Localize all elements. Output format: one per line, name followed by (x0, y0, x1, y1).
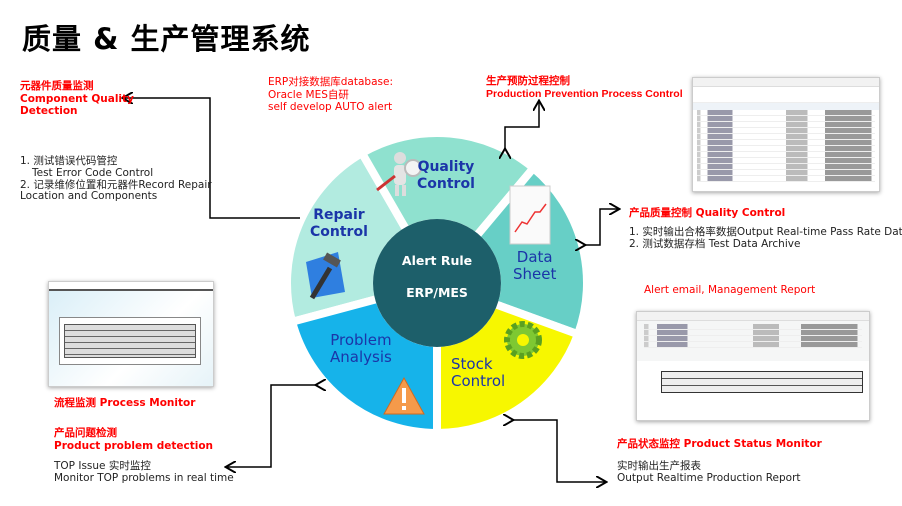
screenshot-alert-email (636, 311, 870, 421)
magnifier-figure-icon (376, 152, 422, 196)
center-hub (373, 219, 501, 347)
quality-control-heading: 产品质量控制 Quality Control (629, 207, 786, 219)
warning-icon (383, 376, 425, 415)
center-erp-mes: ERP/MES (406, 285, 468, 300)
gear-icon (504, 321, 542, 359)
screenshot-file-list (692, 77, 880, 192)
alert-note: Alert email, Management Report (644, 284, 816, 296)
chart-document-icon (509, 185, 551, 245)
product-status-heading: 产品状态监控 Product Status Monitor (617, 438, 822, 450)
page-title: 质量 & 生产管理系统 (22, 22, 311, 56)
connector-problem-detection (227, 385, 317, 467)
connector-product-status (512, 420, 605, 482)
screenshot-process-monitor (48, 281, 214, 387)
connector-production-prevention (505, 102, 539, 150)
component-quality-list: 1. 测试错误代码管控 Test Error Code Control 2. 记… (20, 155, 212, 203)
connector-quality-control (584, 209, 618, 245)
quality-control-list: 1. 实时输出合格率数据Output Real-time Pass Rate D… (629, 226, 902, 250)
component-quality-heading: 元器件质量监测 Component Quality Detection (20, 80, 134, 117)
center-alert-rule: Alert Rule (401, 253, 473, 268)
process-monitor-heading: 流程监测 Process Monitor (54, 397, 196, 409)
hammer-blueprint-icon (306, 252, 345, 300)
production-prevention-heading: 生产预防过程控制 Production Prevention Process C… (486, 75, 683, 100)
connector-component-quality (124, 98, 300, 219)
